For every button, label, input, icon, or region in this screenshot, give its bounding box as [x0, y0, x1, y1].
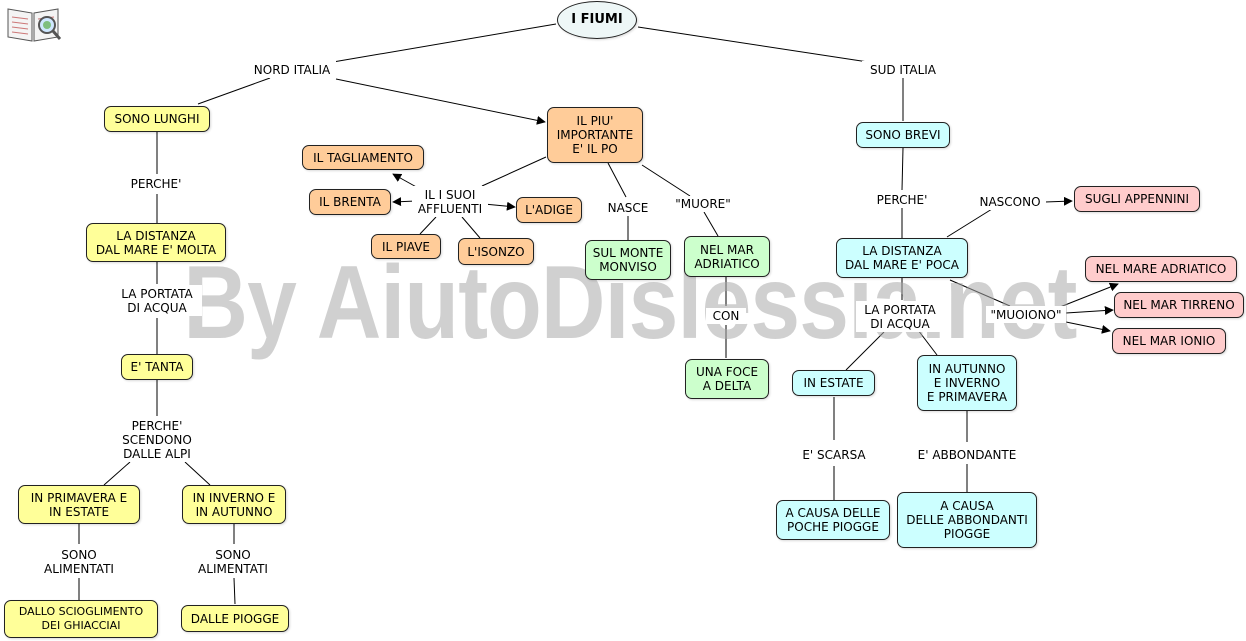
root-title: I FIUMI	[557, 1, 637, 39]
label-sud-italia: SUD ITALIA	[862, 61, 944, 78]
node-mar-adriatico: NEL MAR ADRIATICO	[684, 236, 770, 277]
node-mar-tirreno: NEL MAR TIRRENO	[1114, 292, 1244, 318]
node-e-tanta: E' TANTA	[121, 354, 193, 380]
label-muore: "MUORE"	[671, 196, 735, 212]
node-in-estate: IN ESTATE	[792, 370, 875, 396]
node-sono-brevi: SONO BREVI	[856, 122, 950, 148]
node-primavera-estate: IN PRIMAVERA E IN ESTATE	[18, 485, 140, 524]
label-nord-italia: NORD ITALIA	[248, 61, 336, 78]
label-muoiono: "MUOIONO"	[986, 306, 1066, 323]
node-foce-delta: UNA FOCE A DELTA	[685, 359, 769, 399]
label-portata-sud: LA PORTATA DI ACQUA	[856, 301, 944, 332]
node-poche-piogge: A CAUSA DELLE POCHE PIOGGE	[776, 500, 890, 540]
label-affluenti: IL I SUOI AFFLUENTI	[412, 186, 488, 217]
label-con: CON	[706, 308, 746, 324]
node-monte-monviso: SUL MONTE MONVISO	[585, 240, 671, 280]
node-abbondanti-piogge: A CAUSA DELLE ABBONDANTI PIOGGE	[897, 492, 1037, 548]
book-magnifier-icon	[7, 8, 61, 42]
node-il-po: IL PIU' IMPORTANTE E' IL PO	[547, 107, 643, 163]
label-nasce: NASCE	[602, 199, 654, 216]
node-distanza-poca: LA DISTANZA DAL MARE E' POCA	[836, 238, 968, 278]
node-isonzo: L'ISONZO	[458, 238, 534, 265]
node-autunno-inverno-primavera: IN AUTUNNO E INVERNO E PRIMAVERA	[917, 355, 1017, 411]
node-inverno-autunno: IN INVERNO E IN AUTUNNO	[182, 485, 286, 524]
node-sono-lunghi: SONO LUNGHI	[104, 106, 210, 132]
node-brenta: IL BRENTA	[309, 189, 391, 215]
label-sono-alimentati-1: SONO ALIMENTATI	[38, 546, 120, 577]
label-perche-nord: PERCHE'	[126, 176, 186, 192]
node-distanza-molta: LA DISTANZA DAL MARE E' MOLTA	[86, 223, 226, 262]
label-nascono: NASCONO	[974, 194, 1046, 210]
node-adige: L'ADIGE	[516, 197, 582, 223]
label-perche-sud: PERCHE'	[872, 192, 932, 208]
node-piave: IL PIAVE	[371, 234, 441, 259]
label-abbondante: E' ABBONDANTE	[912, 446, 1022, 463]
node-nel-mare-adriatico: NEL MARE ADRIATICO	[1085, 256, 1237, 282]
node-appennini: SUGLI APPENNINI	[1074, 186, 1200, 212]
label-portata-nord: LA PORTATA DI ACQUA	[112, 285, 202, 316]
label-scarsa: E' SCARSA	[796, 446, 872, 463]
node-tagliamento: IL TAGLIAMENTO	[302, 145, 424, 170]
node-scioglimento-ghiacciai: DALLO SCIOGLIMENTO DEI GHIACCIAI	[4, 600, 158, 638]
node-mar-ionio: NEL MAR IONIO	[1112, 328, 1226, 354]
label-perche-scendono: PERCHE' SCENDONO DALLE ALPI	[115, 417, 199, 462]
label-sono-alimentati-2: SONO ALIMENTATI	[192, 546, 274, 577]
node-dalle-piogge: DALLE PIOGGE	[181, 605, 289, 632]
